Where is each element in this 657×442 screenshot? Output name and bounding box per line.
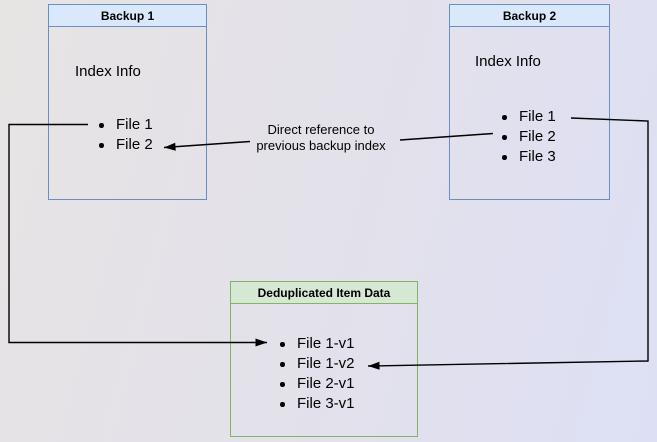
backup2-title: Backup 2 bbox=[450, 5, 609, 27]
list-item: File 1-v1 bbox=[280, 334, 355, 354]
list-item: File 2-v1 bbox=[280, 374, 355, 394]
dedup-title: Deduplicated Item Data bbox=[231, 282, 417, 304]
list-item: File 1 bbox=[502, 107, 556, 127]
backup1-title: Backup 1 bbox=[49, 5, 206, 27]
list-item: File 1 bbox=[99, 115, 153, 135]
direct-reference-label: Direct reference to previous backup inde… bbox=[256, 122, 386, 153]
list-item: File 2 bbox=[502, 127, 556, 147]
backup2-subtitle: Index Info bbox=[475, 53, 541, 70]
list-item: File 3 bbox=[502, 147, 556, 167]
backup1-subtitle: Index Info bbox=[75, 63, 141, 80]
list-item: File 3-v1 bbox=[280, 394, 355, 414]
list-item: File 1-v2 bbox=[280, 354, 355, 374]
list-item: File 2 bbox=[99, 135, 153, 155]
